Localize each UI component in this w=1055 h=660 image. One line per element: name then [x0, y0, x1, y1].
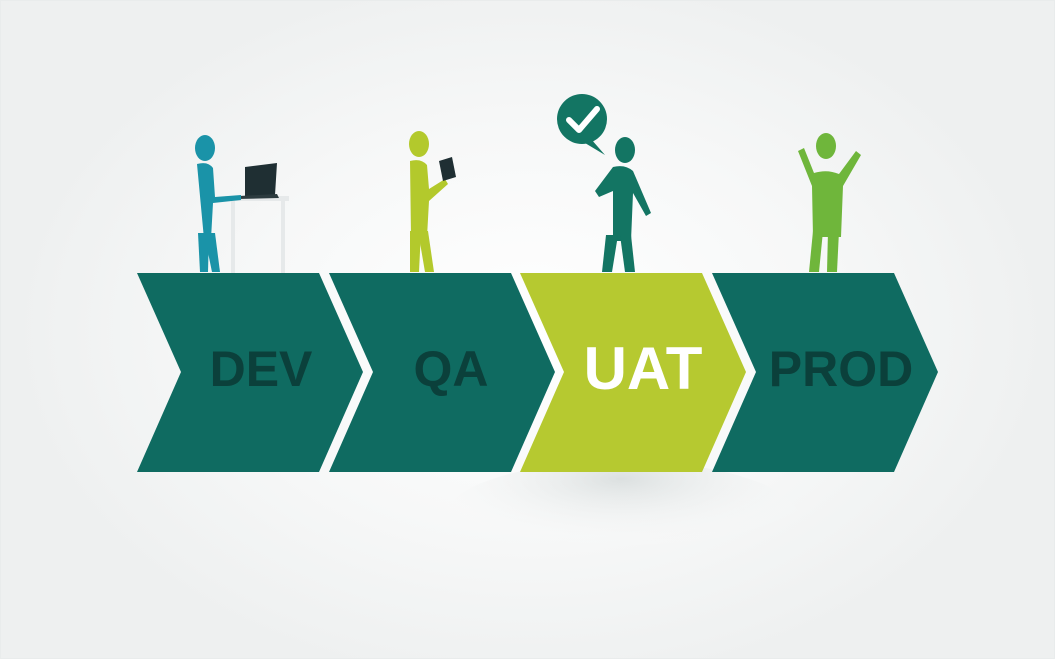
laptop-screen	[245, 163, 277, 197]
floor-shadow	[441, 461, 801, 581]
person-approving-icon	[557, 94, 651, 272]
stage-label-uat: UAT	[584, 335, 703, 402]
tablet-device	[439, 157, 456, 181]
person-celebrating-icon	[798, 133, 861, 272]
approval-speech-bubble	[557, 94, 607, 155]
person-at-laptop-icon	[195, 135, 289, 273]
stage-label-dev: DEV	[210, 341, 313, 397]
chevron-prod	[712, 273, 938, 472]
chevron-qa	[329, 273, 555, 472]
chevron-dev	[137, 273, 363, 472]
stage-uat: UAT	[520, 273, 746, 472]
laptop-base	[237, 194, 279, 199]
stage-label-prod: PROD	[769, 341, 913, 397]
person-with-tablet-icon	[409, 131, 456, 272]
desk-leg	[231, 201, 235, 273]
check-icon	[566, 106, 600, 133]
stage-dev: DEV	[137, 273, 363, 472]
stage-label-qa: QA	[414, 341, 489, 397]
chevron-uat	[520, 273, 746, 472]
desk-leg	[281, 201, 285, 273]
stage-prod: PROD	[712, 273, 938, 472]
stage-qa: QA	[329, 273, 555, 472]
